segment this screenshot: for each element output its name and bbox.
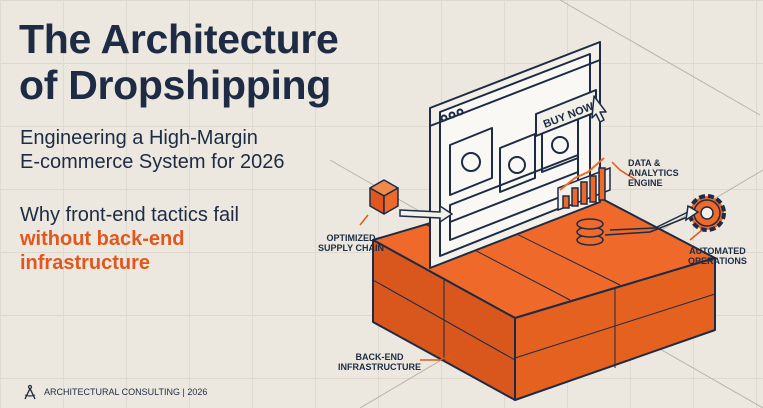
tagline-line-1: Why front-end tactics fail (20, 204, 239, 226)
label-supply-chain-line-1: OPTIMIZED (326, 233, 376, 243)
label-backend-line-1: BACK-END (355, 352, 404, 362)
analytics-chart-icon (557, 157, 611, 212)
subtitle-line-2: E-commerce System for 2026 (20, 151, 285, 173)
label-automated-ops-line-1: AUTOMATED (689, 246, 746, 256)
subtitle: Engineering a High-Margin E-commerce Sys… (20, 126, 285, 174)
label-data-engine-line-3: ENGINE (628, 178, 663, 188)
page-title: The Architecture of Dropshipping (19, 16, 339, 108)
label-automated-ops-line-2: OPERATIONS (688, 256, 747, 266)
flow-arrows (399, 204, 700, 236)
cursor-icon (591, 95, 607, 123)
label-backend-line-2: INFRASTRUCTURE (338, 362, 421, 372)
label-supply-chain: OPTIMIZED SUPPLY CHAIN (318, 233, 384, 253)
label-supply-chain-line-2: SUPPLY CHAIN (318, 243, 385, 253)
isometric-illustration: BUY NOW (329, 0, 763, 408)
tagline-accent-2: infrastructure (20, 252, 151, 274)
gear-wrench-icon (688, 194, 726, 232)
label-data-engine: DATA & ANALYTICS ENGINE (628, 158, 679, 188)
footer-text: ARCHITECTURAL CONSULTING | 2026 (44, 387, 208, 397)
supply-box-icon (369, 179, 399, 215)
label-data-engine-line-1: DATA & (628, 158, 661, 168)
label-automated-ops: AUTOMATED OPERATIONS (688, 246, 747, 266)
label-backend: BACK-END INFRASTRUCTURE (338, 352, 421, 372)
tagline-accent-1: without back-end (20, 228, 185, 250)
footer: ARCHITECTURAL CONSULTING | 2026 (22, 384, 207, 400)
subtitle-line-1: Engineering a High-Margin (20, 127, 258, 149)
database-icon (576, 218, 604, 246)
tagline: Why front-end tactics fail without back-… (20, 203, 239, 275)
title-line-2: of Dropshipping (19, 62, 332, 108)
label-data-engine-line-2: ANALYTICS (628, 168, 679, 178)
callout-arrows (359, 161, 703, 361)
compass-icon (24, 384, 36, 400)
title-line-1: The Architecture (19, 16, 339, 62)
